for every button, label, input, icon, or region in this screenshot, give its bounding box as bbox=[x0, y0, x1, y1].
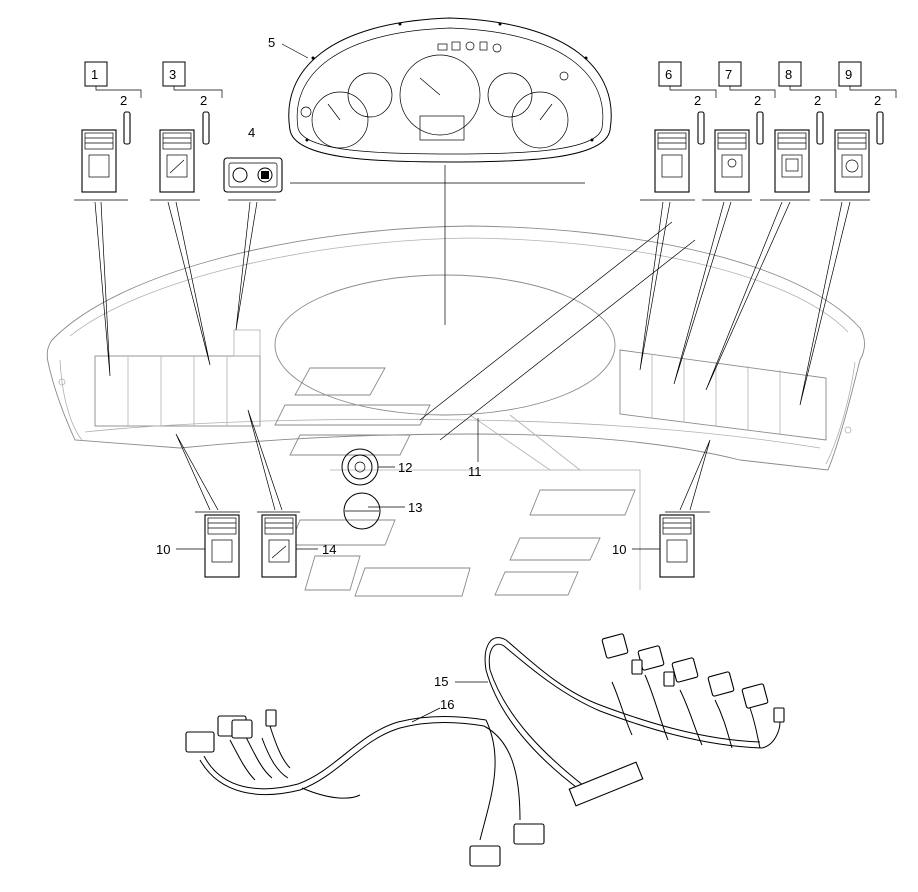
switch-10-left bbox=[204, 514, 240, 578]
switch-cover bbox=[343, 492, 381, 530]
callout-labels: 1 2 3 2 4 5 6 2 7 2 8 2 9 2 10 10 11 12 … bbox=[91, 35, 881, 712]
cap-brackets bbox=[95, 86, 897, 98]
switch-14 bbox=[261, 514, 297, 578]
switch-10-right bbox=[659, 514, 695, 578]
label-15: 15 bbox=[434, 674, 448, 689]
instrument-cluster bbox=[288, 17, 612, 163]
label-3: 3 bbox=[169, 67, 176, 82]
dashboard-panel bbox=[46, 225, 865, 597]
switch-caps bbox=[123, 111, 884, 145]
label-2-a: 2 bbox=[120, 93, 127, 108]
callout-boxes bbox=[84, 61, 862, 87]
wiring-harness-15 bbox=[484, 633, 785, 807]
wiring-harness-16 bbox=[185, 709, 545, 867]
label-10-right: 10 bbox=[612, 542, 626, 557]
ignition-switch bbox=[341, 448, 379, 486]
label-7: 7 bbox=[725, 67, 732, 82]
label-12: 12 bbox=[398, 460, 412, 475]
label-5: 5 bbox=[268, 35, 275, 50]
item-4-indicator bbox=[223, 157, 283, 193]
switch-7 bbox=[714, 129, 750, 193]
label-4: 4 bbox=[248, 125, 255, 140]
switch-3 bbox=[159, 129, 195, 193]
label-14: 14 bbox=[322, 542, 336, 557]
label-11: 11 bbox=[468, 464, 482, 479]
left-gauge bbox=[311, 91, 369, 149]
label-9: 9 bbox=[845, 67, 852, 82]
right-gauge bbox=[511, 91, 569, 149]
right-upper-gauge bbox=[487, 72, 533, 118]
switch-6 bbox=[654, 129, 690, 193]
switch-1 bbox=[81, 129, 117, 193]
label-6: 6 bbox=[665, 67, 672, 82]
label-1: 1 bbox=[91, 67, 98, 82]
label-2-e: 2 bbox=[814, 93, 821, 108]
leader-lines bbox=[74, 43, 870, 723]
label-8: 8 bbox=[785, 67, 792, 82]
label-2-c: 2 bbox=[694, 93, 701, 108]
label-13: 13 bbox=[408, 500, 422, 515]
right-switch-bay bbox=[619, 349, 827, 441]
label-2-b: 2 bbox=[200, 93, 207, 108]
tachometer-gauge bbox=[399, 54, 481, 136]
label-16: 16 bbox=[440, 697, 454, 712]
left-switch-bay bbox=[94, 355, 261, 427]
label-2-d: 2 bbox=[754, 93, 761, 108]
label-10-left: 10 bbox=[156, 542, 170, 557]
label-2-f: 2 bbox=[874, 93, 881, 108]
switch-9 bbox=[834, 129, 870, 193]
switch-8 bbox=[774, 129, 810, 193]
cluster-display bbox=[419, 115, 465, 141]
left-upper-gauge bbox=[347, 72, 393, 118]
